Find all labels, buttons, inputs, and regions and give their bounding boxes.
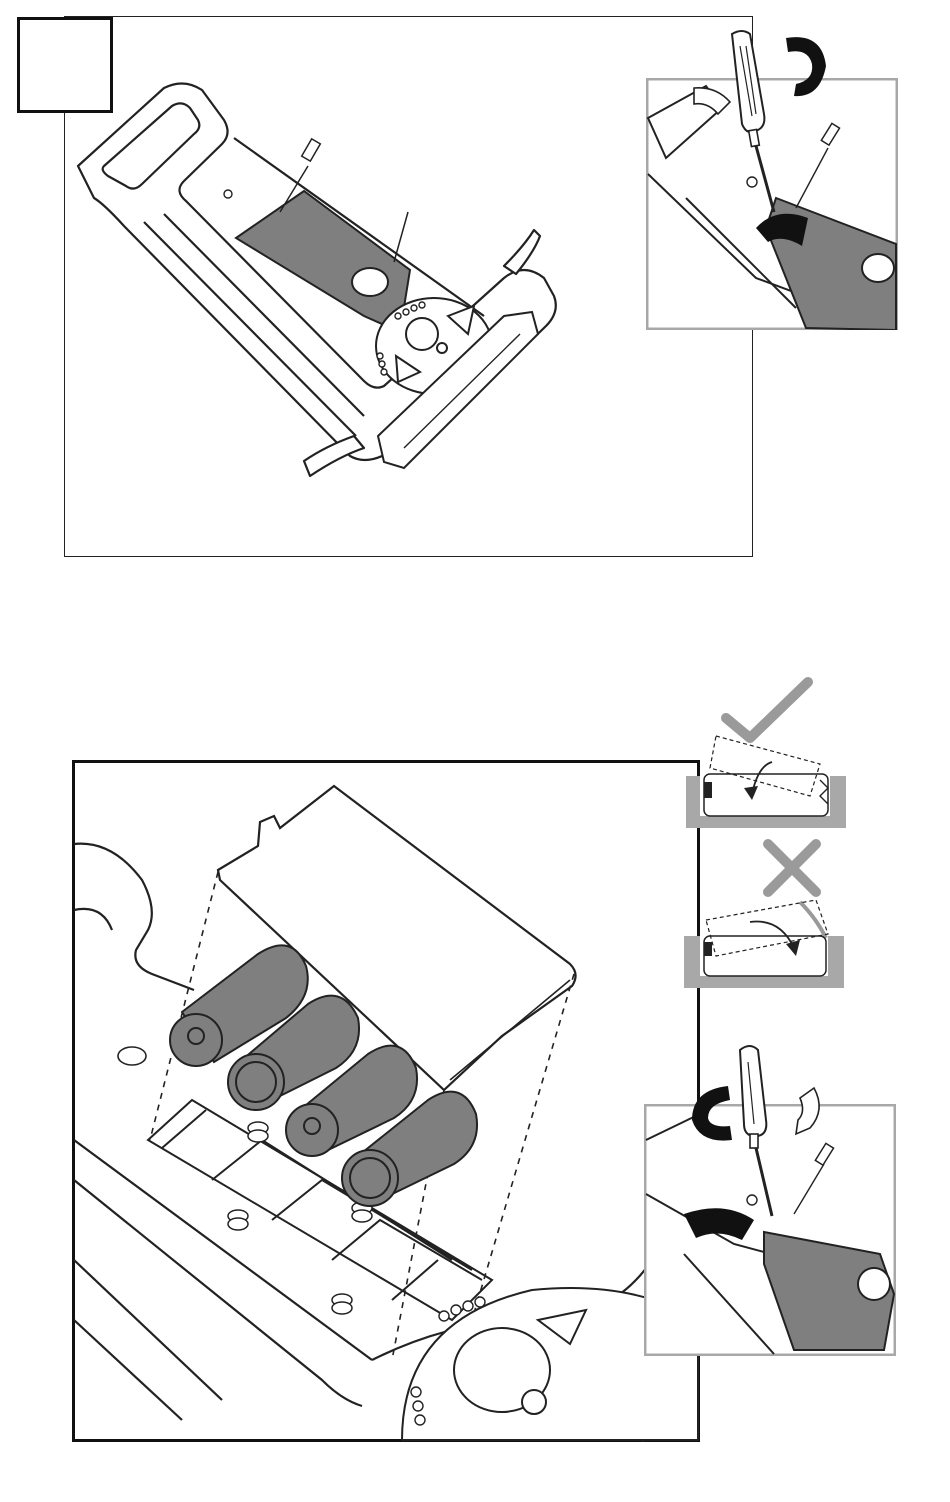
battery-install-drawing xyxy=(72,760,700,1442)
wrong-orientation-panel xyxy=(680,838,850,993)
step-number-box xyxy=(17,17,113,113)
screwdriver-icon xyxy=(686,1040,836,1220)
battery-install-panel xyxy=(72,760,700,1442)
correct-orientation-panel xyxy=(680,676,850,831)
check-icon xyxy=(726,682,808,738)
cross-icon xyxy=(768,844,816,892)
screwdriver-icon xyxy=(690,26,840,226)
